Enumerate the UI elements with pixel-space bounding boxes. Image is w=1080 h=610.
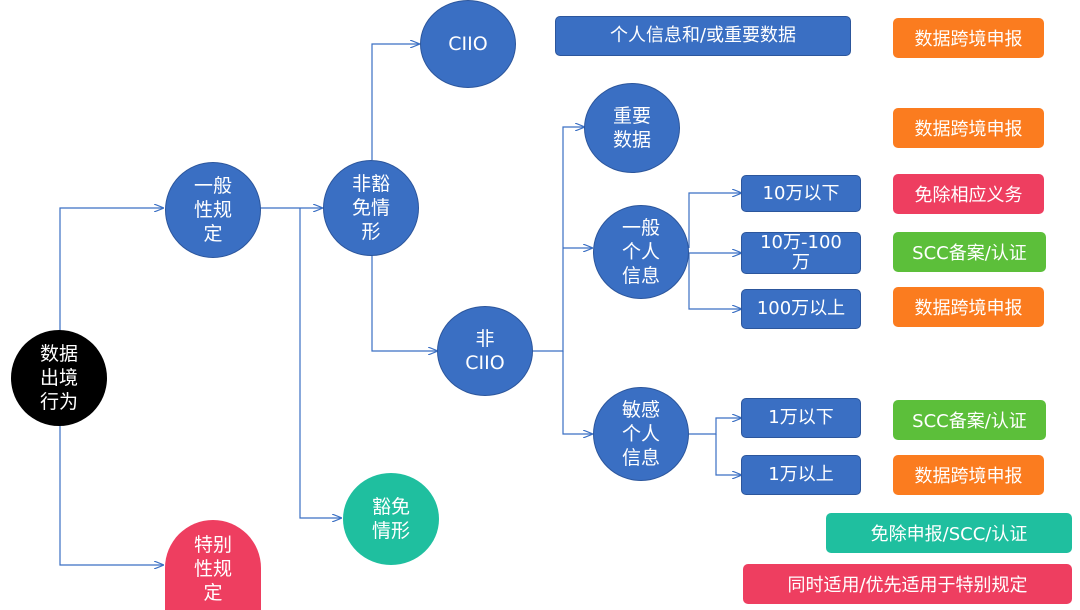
100k-1m-result-box: SCC备案/认证 — [893, 232, 1046, 272]
100k-1m-result-label: SCC备案/认证 — [912, 243, 1027, 264]
under-10k-label: 1万以下 — [768, 407, 834, 428]
over-10k-result-label: 数据跨境申报 — [914, 466, 1023, 487]
important-data-result-label: 数据跨境申报 — [914, 119, 1023, 140]
important-data-label: 重要 数据 — [612, 105, 651, 151]
general-rules-node: 一般 性规 定 — [165, 162, 261, 258]
non-exempt-label: 非豁 免情 形 — [351, 173, 390, 243]
100k-1m-box: 10万-100 万 — [741, 232, 861, 274]
special-rules-label: 特别 性规 定 — [193, 534, 232, 604]
special-result-label: 同时适用/优先适用于特别规定 — [787, 575, 1028, 596]
connector-sensitivepi-under10k — [689, 418, 741, 435]
under-100k-result-box: 免除相应义务 — [893, 174, 1044, 214]
connector-generalpi-under100k — [688, 193, 741, 248]
special-result-box: 同时适用/优先适用于特别规定 — [743, 564, 1072, 604]
non-exempt-node: 非豁 免情 形 — [323, 160, 419, 256]
connector-root-special — [59, 420, 163, 565]
non-ciio-node: 非 CIIO — [437, 306, 533, 396]
connector-nonciio-important — [533, 127, 584, 352]
general-pi-label: 一般 个人 信息 — [621, 217, 660, 287]
over-1m-box: 100万以上 — [741, 289, 861, 329]
under-100k-label: 10万以下 — [762, 182, 840, 204]
connector-nonexempt-ciio — [371, 44, 419, 160]
sensitive-pi-node: 敏感 个人 信息 — [593, 387, 689, 481]
connector-generalpi-over1m — [688, 253, 741, 309]
connector-nonciio-sensitivepi — [562, 351, 592, 434]
general-rules-label: 一般 性规 定 — [193, 175, 232, 245]
connector-general-exempt — [299, 208, 341, 518]
ciio-result-box: 数据跨境申报 — [893, 18, 1044, 58]
under-10k-result-label: SCC备案/认证 — [912, 411, 1027, 432]
root-node: 数据 出境 行为 — [11, 330, 107, 426]
under-10k-box: 1万以下 — [741, 398, 861, 438]
exempt-node: 豁免 情形 — [343, 473, 439, 565]
connector-nonexempt-nonciio — [371, 255, 437, 351]
general-pi-node: 一般 个人 信息 — [593, 205, 689, 299]
ciio-result-label: 数据跨境申报 — [914, 29, 1023, 50]
non-ciio-label: 非 CIIO — [465, 328, 505, 374]
over-1m-result-label: 数据跨境申报 — [914, 298, 1023, 319]
over-1m-result-box: 数据跨境申报 — [893, 287, 1044, 327]
ciio-label: CIIO — [448, 33, 488, 55]
exempt-result-box: 免除申报/SCC/认证 — [826, 513, 1072, 553]
under-10k-result-box: SCC备案/认证 — [893, 400, 1046, 440]
100k-1m-label: 10万-100 万 — [760, 232, 842, 273]
special-rules-node: 特别 性规 定 — [165, 520, 261, 610]
ciio-scope-box: 个人信息和/或重要数据 — [555, 16, 851, 56]
ciio-node: CIIO — [420, 0, 516, 88]
exempt-label: 豁免 情形 — [371, 496, 410, 542]
over-1m-label: 100万以上 — [756, 298, 846, 319]
over-10k-box: 1万以上 — [741, 455, 861, 495]
important-data-result-box: 数据跨境申报 — [893, 108, 1044, 148]
root-node-label: 数据 出境 行为 — [39, 343, 78, 413]
connector-root-general — [59, 208, 163, 335]
under-100k-result-label: 免除相应义务 — [914, 185, 1023, 206]
over-10k-result-box: 数据跨境申报 — [893, 455, 1044, 495]
important-data-node: 重要 数据 — [584, 83, 680, 173]
over-10k-label: 1万以上 — [768, 464, 834, 485]
ciio-scope-label: 个人信息和/或重要数据 — [609, 25, 797, 46]
sensitive-pi-label: 敏感 个人 信息 — [621, 399, 660, 469]
connector-sensitivepi-over10k — [715, 434, 741, 475]
exempt-result-label: 免除申报/SCC/认证 — [870, 524, 1028, 545]
under-100k-box: 10万以下 — [741, 175, 861, 212]
